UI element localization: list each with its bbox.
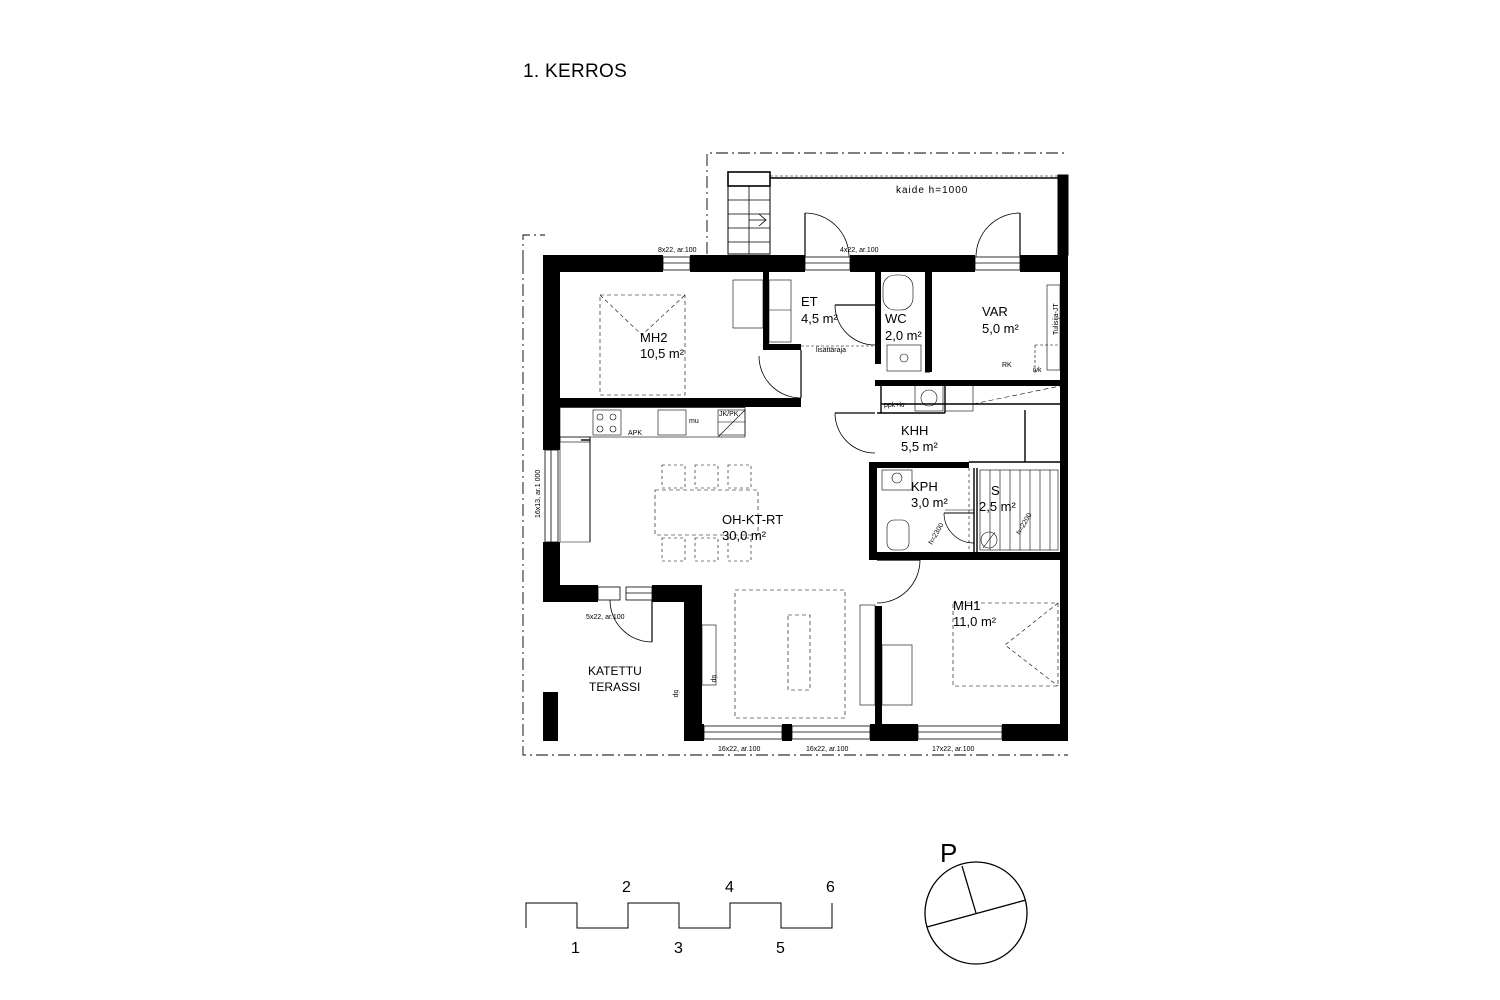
window-label: 17x22, ar.100 <box>932 746 975 753</box>
cabinet-note: APK <box>628 430 642 437</box>
scale-tick: 1 <box>571 940 580 957</box>
room-sauna-name: S <box>991 483 1000 498</box>
scale-tick: 5 <box>776 940 785 957</box>
scale-tick: 4 <box>725 879 734 896</box>
room-khh-name: KHH <box>901 423 928 438</box>
terrace-label: TERASSI <box>589 680 640 694</box>
window-label: 8x22, ar.100 <box>658 247 697 254</box>
room-wc-area: 2,0 m² <box>885 328 923 343</box>
interior-partitions <box>558 384 1060 552</box>
scale-tick: 6 <box>826 879 835 896</box>
scale-bar <box>525 902 833 929</box>
room-var-area: 5,0 m² <box>982 321 1020 336</box>
room-et-area: 4,5 m² <box>801 311 839 326</box>
windows <box>544 256 1021 740</box>
scale-tick: 3 <box>674 940 683 957</box>
exterior-walls <box>543 255 1068 741</box>
cabinet-note: mu <box>689 418 699 425</box>
terrace-label: KATETTU <box>588 664 642 678</box>
window-label: 5x22, ar.100 <box>586 614 625 621</box>
north-label: P <box>940 838 957 868</box>
room-ohktrt-name: OH-KT-RT <box>722 512 783 527</box>
room-sauna-area: 2,5 m² <box>979 499 1017 514</box>
room-mh1-name: MH1 <box>953 598 980 613</box>
window-label: 4x22, ar.100 <box>840 247 879 254</box>
window-label: 16x22, ar.100 <box>718 746 761 753</box>
furniture <box>559 274 1061 719</box>
room-mh2-name: MH2 <box>640 330 667 345</box>
room-mh1-area: 11,0 m² <box>953 614 997 629</box>
window-label: 16x13, ar.1 000 <box>535 470 542 518</box>
floor-title: 1. KERROS <box>523 61 628 82</box>
room-kph-area: 3,0 m² <box>911 495 949 510</box>
fixture-note: ivk <box>1033 367 1042 374</box>
room-kph-name: KPH <box>911 479 938 494</box>
fixture-note: Tulisija-JT <box>1053 303 1060 335</box>
fixture-note: tip <box>672 690 679 698</box>
north-arrow <box>924 861 1028 965</box>
fixture-note: RK <box>1002 362 1012 369</box>
plot-boundary <box>522 152 1068 756</box>
room-wc-name: WC <box>885 311 907 326</box>
room-ohktrt-area: 30,0 m² <box>722 528 767 543</box>
fixture-note: ppk+kr <box>884 402 906 409</box>
room-mh2-area: 10,5 m² <box>640 346 685 361</box>
scale-tick: 2 <box>622 879 631 896</box>
railing-note: kaide h=1000 <box>896 185 968 196</box>
room-khh-area: 5,5 m² <box>901 439 939 454</box>
window-label: 16x22, ar.100 <box>806 746 849 753</box>
room-var-name: VAR <box>982 304 1008 319</box>
balcony <box>727 171 1069 258</box>
fixture-note: tip <box>710 675 717 683</box>
isolation-note: lisättäraja <box>816 347 846 354</box>
room-et-name: ET <box>801 294 818 309</box>
ceiling-height: h=2300 <box>928 522 946 546</box>
ceiling-height: h=2200 <box>1016 512 1034 536</box>
cabinet-note: JK/PK <box>719 411 739 418</box>
